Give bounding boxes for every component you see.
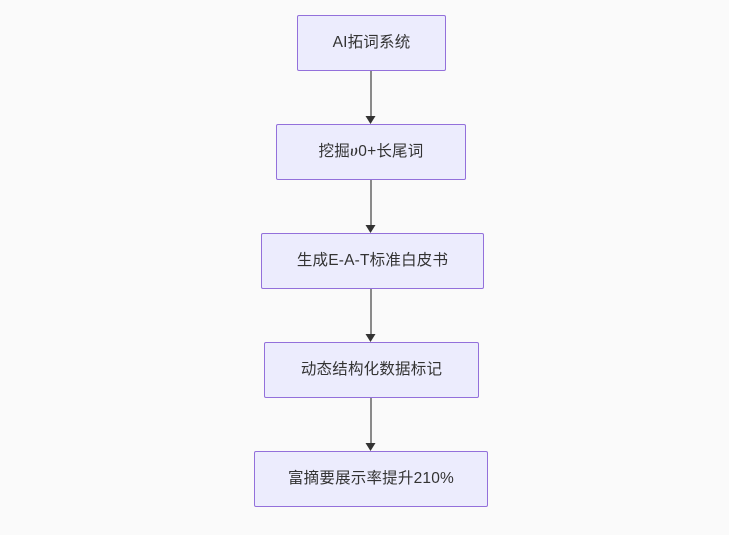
flowchart-node-generate-eat-whitepaper[interactable]: 生成E-A-T标准白皮书 xyxy=(261,233,484,289)
node-label: 挖掘ሀ0+长尾词 xyxy=(318,142,424,160)
node-label: AI拓词系统 xyxy=(332,33,411,51)
arrowhead-icon xyxy=(365,333,376,342)
node-label: 生成E-A-T标准白皮书 xyxy=(296,251,449,269)
flowchart-node-dynamic-structured-data-markup[interactable]: 动态结构化数据标记 xyxy=(264,342,479,398)
edge-line xyxy=(370,398,372,444)
edge-line xyxy=(370,289,372,335)
edge-line xyxy=(370,71,372,117)
edge-line xyxy=(370,180,372,226)
flowchart-node-ai-keyword-system[interactable]: AI拓词系统 xyxy=(297,15,446,71)
arrowhead-icon xyxy=(365,224,376,233)
flowchart-node-mine-longtail-keywords[interactable]: 挖掘ሀ0+长尾词 xyxy=(276,124,466,180)
arrowhead-icon xyxy=(365,442,376,451)
flowchart-node-rich-snippet-rate-increase[interactable]: 富摘要展示率提升210% xyxy=(254,451,488,507)
arrowhead-icon xyxy=(365,115,376,124)
node-label: 动态结构化数据标记 xyxy=(300,360,443,378)
node-label: 富摘要展示率提升210% xyxy=(287,469,455,487)
